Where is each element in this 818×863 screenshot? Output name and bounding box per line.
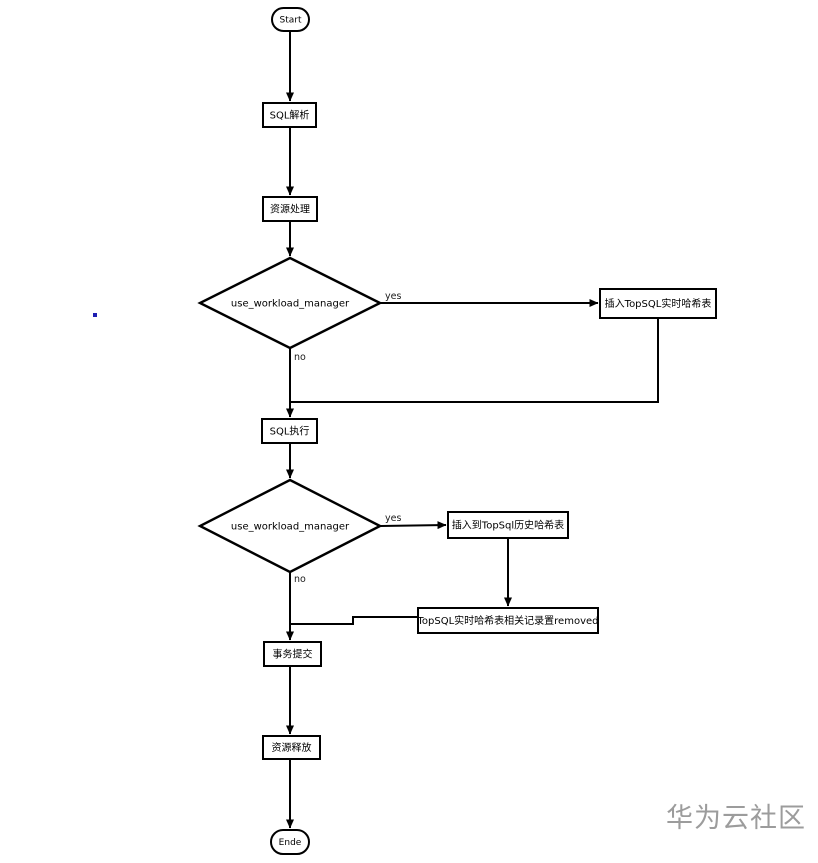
sql-parse-step-label: SQL解析 <box>270 109 310 122</box>
commit-step-label: 事务提交 <box>273 648 313 661</box>
end-terminal-shape <box>270 829 310 855</box>
insert-history-hash: 插入到TopSql历史哈希表 <box>447 511 569 539</box>
start-terminal-label: Start <box>280 16 302 26</box>
insert-realtime-hash: 插入TopSQL实时哈希表 <box>599 288 717 319</box>
release-step-label: 资源释放 <box>272 741 312 754</box>
end-terminal: Ende <box>270 829 310 855</box>
decision2-no-branch-label: no <box>294 574 306 585</box>
sql-exec-step-label: SQL执行 <box>270 425 310 438</box>
insert-history-hash-label: 插入到TopSql历史哈希表 <box>452 519 564 532</box>
decision2-yes-branch-label: yes <box>385 513 401 524</box>
end-terminal-label: Ende <box>279 838 302 848</box>
realtime-set-removed-label: TopSQL实时哈希表相关记录置removed <box>417 614 599 627</box>
removed-return-line <box>291 616 418 625</box>
realtime-set-removed: TopSQL实时哈希表相关记录置removed <box>417 607 599 634</box>
decision1-yes-branch-label: yes <box>385 291 401 302</box>
huawei-cloud-community-watermark: 华为云社区 <box>666 803 806 834</box>
realtime-return-line <box>291 318 659 403</box>
start-terminal: Start <box>271 7 310 32</box>
workload-decision-2-shape <box>197 478 383 574</box>
insert-realtime-hash-shape <box>599 288 717 319</box>
workload-decision-1-shape <box>197 256 383 350</box>
resource-handle-step-label: 资源处理 <box>270 203 310 216</box>
stray-ink-dot <box>93 313 97 317</box>
sql-parse-step-shape <box>262 102 317 128</box>
resource-handle-step: 资源处理 <box>262 196 318 222</box>
workload-decision-2: use_workload_manager <box>197 478 383 574</box>
commit-step: 事务提交 <box>263 641 322 667</box>
resource-handle-step-shape <box>262 196 318 222</box>
realtime-set-removed-shape <box>417 607 599 634</box>
insert-history-hash-shape <box>447 511 569 539</box>
sql-parse-step: SQL解析 <box>262 102 317 128</box>
workload-decision-2-label: use_workload_manager <box>231 522 350 533</box>
edge-labels-layer: yes no yes no <box>294 291 401 585</box>
insert-realtime-hash-label: 插入TopSQL实时哈希表 <box>605 297 712 310</box>
sql-exec-step-shape <box>261 418 318 444</box>
workload-decision-1: use_workload_manager <box>197 256 383 350</box>
start-terminal-shape <box>271 7 310 32</box>
edges-layer <box>286 31 659 829</box>
workload-decision-1-label: use_workload_manager <box>231 299 350 310</box>
decision2-yes-branch <box>379 521 447 530</box>
commit-step-shape <box>263 641 322 667</box>
decision1-no-branch-label: no <box>294 352 306 363</box>
release-step: 资源释放 <box>262 735 321 760</box>
release-step-shape <box>262 735 321 760</box>
sql-exec-step: SQL执行 <box>261 418 318 444</box>
